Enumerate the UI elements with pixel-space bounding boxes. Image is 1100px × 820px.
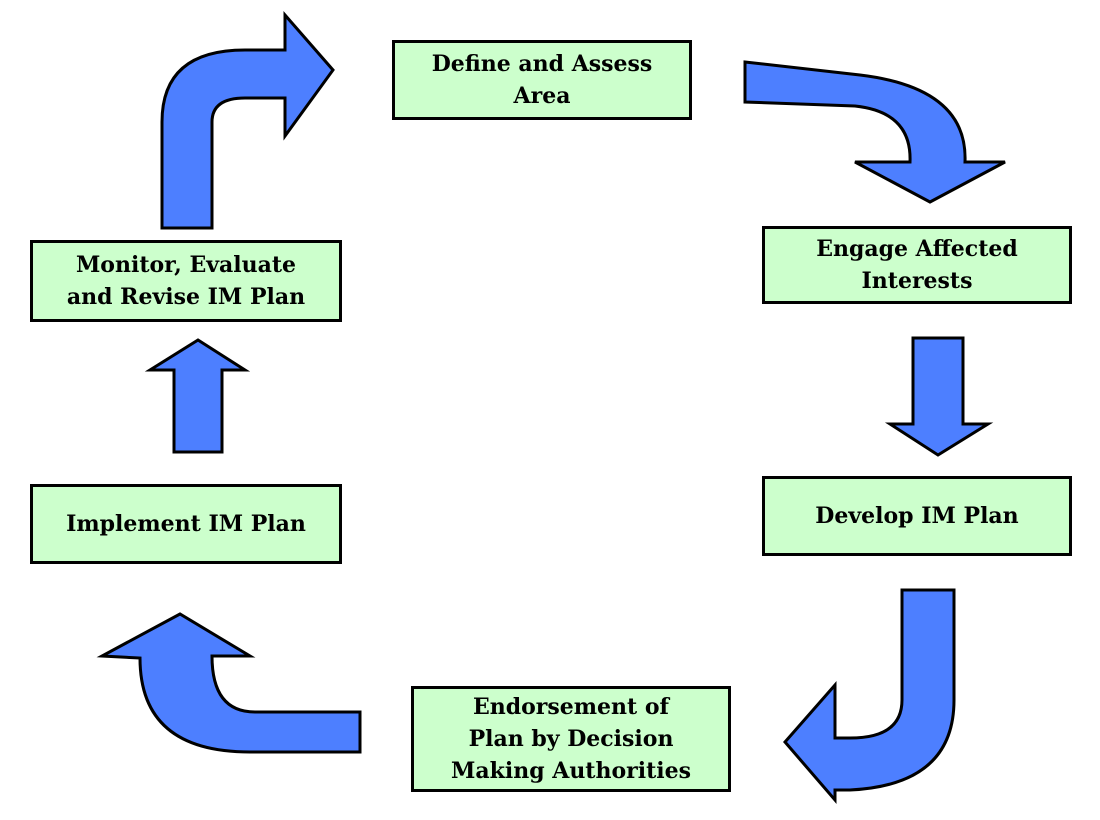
step-label-line: and Revise IM Plan xyxy=(66,284,306,310)
step-engage-affected-interests: Engage Affected Interests xyxy=(762,226,1072,304)
arrow-up-icon xyxy=(144,338,251,454)
step-label-line: Interests xyxy=(861,268,973,294)
step-label-line: Implement IM Plan xyxy=(66,511,306,537)
curved-arrow-down-right-icon xyxy=(743,60,1006,204)
arrow-down-icon xyxy=(884,336,994,457)
step-label-line: Endorsement of xyxy=(472,694,670,720)
step-endorsement-of-plan: Endorsement of Plan by Decision Making A… xyxy=(411,686,731,792)
step-label-line: Engage Affected xyxy=(816,236,1018,262)
step-label-line: Plan by Decision xyxy=(468,726,674,752)
step-develop-im-plan: Develop IM Plan xyxy=(762,476,1072,556)
step-implement-im-plan: Implement IM Plan xyxy=(30,484,342,564)
step-label-line: Making Authorities xyxy=(451,758,691,784)
step-label-line: Develop IM Plan xyxy=(815,503,1019,529)
step-define-assess-area: Define and Assess Area xyxy=(392,40,692,120)
curved-arrow-up-right-icon xyxy=(160,11,335,230)
curved-arrow-down-left-icon xyxy=(783,588,956,805)
step-monitor-evaluate-revise: Monitor, Evaluate and Revise IM Plan xyxy=(30,240,342,322)
step-label-line: Area xyxy=(513,83,571,109)
curved-arrow-left-up-icon xyxy=(96,612,362,754)
step-label-line: Monitor, Evaluate xyxy=(75,252,297,278)
step-label-line: Define and Assess xyxy=(431,51,653,77)
